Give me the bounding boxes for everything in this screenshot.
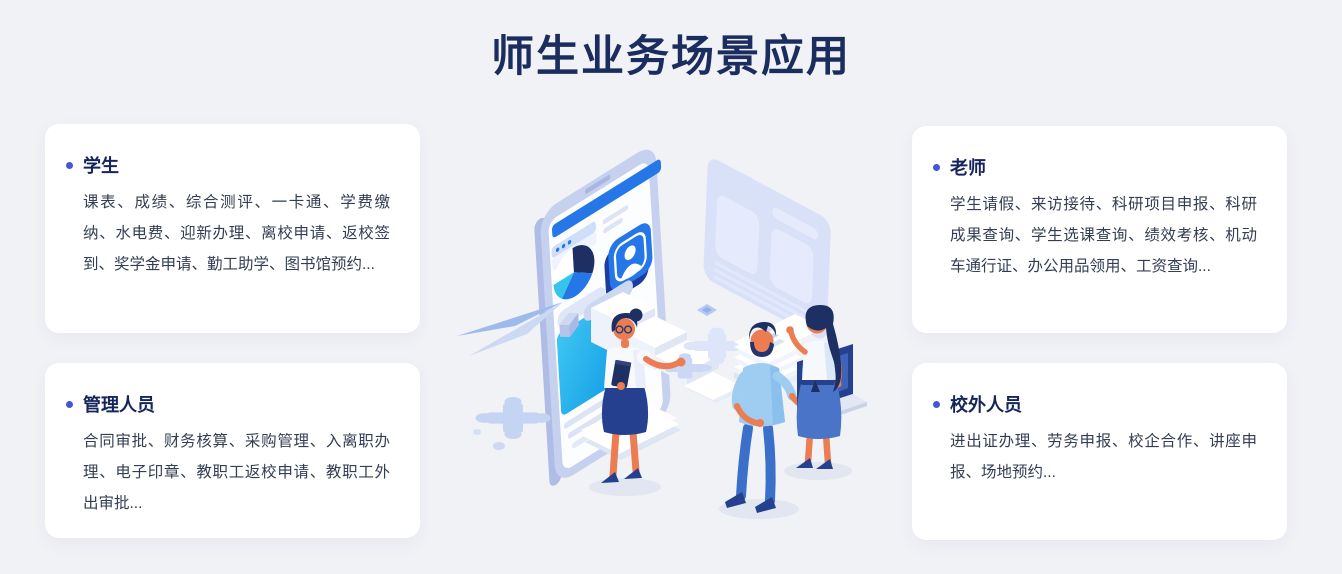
book-icon bbox=[611, 359, 632, 388]
cube-icon bbox=[559, 312, 579, 337]
card-admin-header: 管理人员 bbox=[66, 391, 390, 417]
card-teacher-description: 学生请假、来访接待、科研项目申报、科研成果查询、学生选课查询、绩效考核、机动车通… bbox=[950, 196, 1257, 275]
browser-panel-illustration bbox=[703, 159, 831, 339]
contact-card-icon bbox=[604, 223, 653, 300]
card-student-title: 学生 bbox=[83, 156, 119, 176]
banner-bar bbox=[551, 159, 662, 238]
card-teacher: 老师 学生请假、来访接待、科研项目申报、科研成果查询、学生选课查询、绩效考核、机… bbox=[912, 126, 1287, 333]
phone-speaker-icon bbox=[585, 174, 611, 194]
card-external: 校外人员 进出证办理、劳务申报、校企合作、讲座申报、场地预约... bbox=[912, 363, 1287, 540]
card-teacher-title: 老师 bbox=[950, 158, 986, 178]
puzzle-piece-icon bbox=[473, 397, 551, 450]
paper-plane-icon bbox=[457, 302, 563, 356]
glasses-icon bbox=[615, 325, 624, 334]
pie-chart-icon bbox=[553, 245, 595, 300]
bullet-icon bbox=[933, 400, 940, 408]
card-admin-description: 合同审批、财务核算、采购管理、入离职办理、电子印章、教职工返校申请、教职工外出审… bbox=[83, 433, 390, 512]
card-external-description: 进出证办理、劳务申报、校企合作、讲座申报、场地预约... bbox=[950, 433, 1257, 481]
section-title: 师生业务场景应用 bbox=[491, 33, 851, 81]
card-external-header: 校外人员 bbox=[933, 391, 1257, 417]
person-woman-right bbox=[784, 304, 852, 480]
bullet-icon bbox=[933, 163, 940, 171]
bullet-icon bbox=[66, 161, 73, 169]
isometric-illustration bbox=[457, 149, 867, 519]
diamond-accent-icon bbox=[697, 304, 717, 316]
person-woman-left bbox=[589, 308, 686, 496]
card-student-header: 学生 bbox=[66, 152, 390, 178]
card-student-description: 课表、成绩、综合测评、一卡通、学费缴纳、水电费、迎新办理、离校申请、返校签到、奖… bbox=[83, 194, 390, 273]
card-admin-title: 管理人员 bbox=[83, 395, 155, 415]
card-admin: 管理人员 合同审批、财务核算、采购管理、入离职办理、电子印章、教职工返校申请、教… bbox=[45, 363, 420, 538]
card-teacher-header: 老师 bbox=[933, 154, 1257, 180]
bullet-icon bbox=[66, 400, 73, 408]
card-external-title: 校外人员 bbox=[950, 395, 1022, 415]
card-student: 学生 课表、成绩、综合测评、一卡通、学费缴纳、水电费、迎新办理、离校申请、返校签… bbox=[45, 124, 420, 333]
